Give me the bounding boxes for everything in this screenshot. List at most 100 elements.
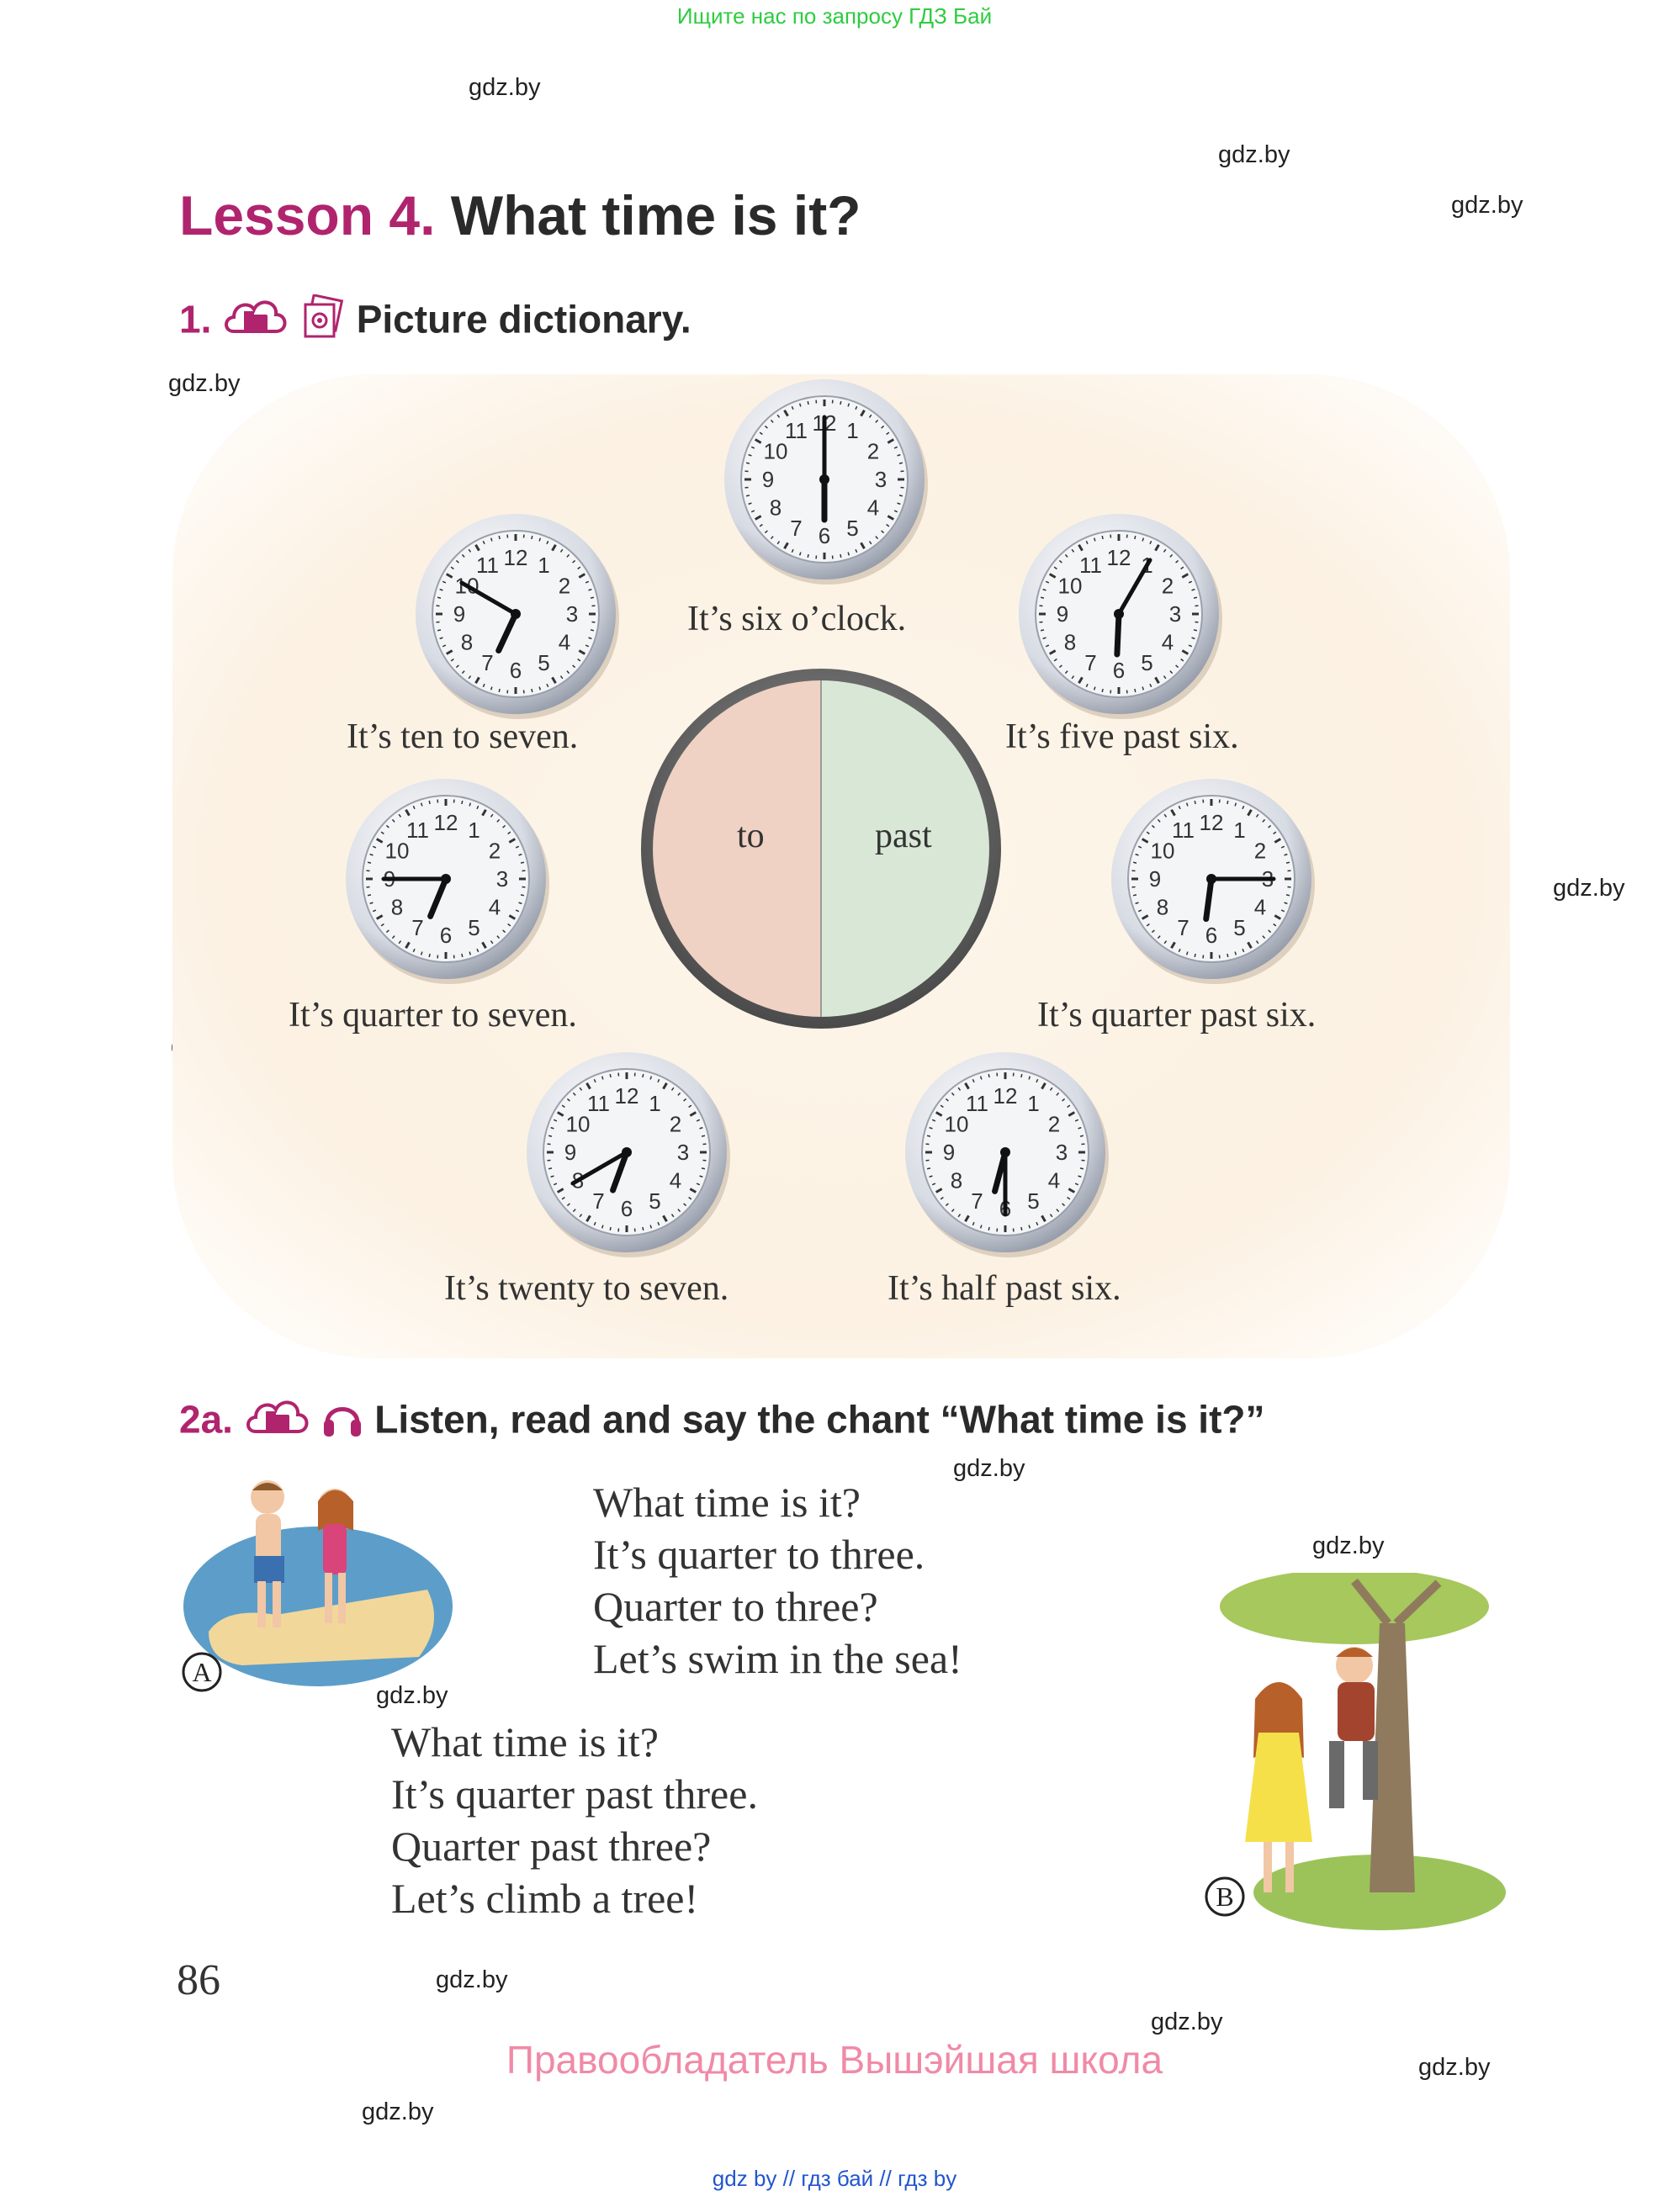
clock-tick — [931, 1119, 936, 1122]
clock-tick — [979, 1225, 983, 1229]
clock-tick — [1071, 548, 1075, 553]
clock-tick — [553, 1183, 558, 1186]
clock-numeral: 11 — [966, 1091, 988, 1116]
hour-hand — [610, 1149, 630, 1193]
clock-tick — [420, 802, 423, 807]
clock-tick — [1067, 1196, 1071, 1200]
clock-tick — [689, 1188, 697, 1193]
exercise-title: Picture dictionary. — [356, 297, 691, 341]
clock-tick — [1134, 535, 1137, 540]
clock-tick — [585, 1214, 591, 1223]
clock-tick — [1242, 805, 1245, 810]
clock-numeral: 1 — [846, 418, 858, 443]
clock-numeral: 7 — [1177, 915, 1189, 940]
clock-tick — [886, 523, 890, 527]
clock-numeral: 11 — [1172, 818, 1195, 843]
clock-numeral: 10 — [945, 1112, 969, 1137]
clock-numeral: 6 — [1113, 658, 1125, 683]
caption-ten-to-seven: It’s ten to seven. — [347, 717, 579, 756]
watermark: gdz.by — [362, 2098, 434, 2125]
clock-tick — [1146, 831, 1150, 835]
clock-numeral: 2 — [670, 1112, 681, 1137]
clock-tick — [1028, 1076, 1031, 1080]
clock-tick — [461, 553, 465, 558]
clock-numeral: 4 — [867, 495, 879, 521]
clock-numeral: 12 — [434, 810, 458, 835]
clock-tick — [754, 515, 762, 521]
clock-tick — [1132, 861, 1137, 864]
clock-tick — [550, 1126, 554, 1130]
clock-numeral: 4 — [1254, 895, 1266, 920]
clock-tick — [474, 676, 480, 685]
clock-tick — [474, 543, 480, 552]
clock-tick — [798, 552, 802, 556]
clock-numeral: 12 — [993, 1083, 1018, 1109]
clock-tick — [1180, 658, 1184, 662]
clock-tick — [875, 419, 879, 423]
clock-tick — [1163, 940, 1168, 945]
clock-tick — [469, 951, 472, 955]
clock-tick — [897, 453, 901, 457]
hour-hand — [495, 611, 519, 654]
clock-numeral: 10 — [566, 1112, 591, 1137]
clock-numeral: 12 — [1107, 545, 1131, 570]
clock-tick — [572, 1209, 576, 1213]
clock-numeral: 8 — [770, 495, 782, 521]
clock-numeral: 11 — [476, 553, 499, 578]
clock-tick — [929, 1175, 933, 1178]
clock-numeral: 1 — [468, 818, 480, 843]
clock-tick — [380, 831, 384, 835]
watermark: gdz.by — [1151, 2008, 1223, 2035]
clock-tick — [1227, 800, 1229, 805]
clock-numeral: 9 — [1057, 601, 1068, 627]
clock-tick — [770, 419, 774, 423]
headphones-icon — [321, 1394, 364, 1451]
clock-tick — [764, 425, 768, 429]
clock-tick — [701, 1167, 706, 1170]
clock-tick — [1040, 596, 1045, 599]
clock-tick — [572, 664, 576, 669]
clock-tick — [860, 542, 866, 550]
clock-tick — [566, 1098, 570, 1102]
clock-tick — [1093, 686, 1096, 691]
picture-a-swimming: A — [182, 1480, 453, 1692]
clock-tick — [1020, 1073, 1023, 1078]
clock-tick — [1137, 845, 1142, 849]
clock-tick — [791, 405, 794, 410]
exercise-title: Listen, read and say the chant “What tim… — [374, 1397, 1265, 1442]
clock-tick — [1262, 935, 1266, 939]
clock-tick — [868, 414, 872, 418]
clock-tick — [1135, 902, 1139, 905]
clock-tick — [561, 1104, 565, 1109]
footer-links[interactable]: gdz by // гдз бай // гдз by — [712, 2166, 957, 2191]
clock-tick — [1163, 548, 1167, 553]
clock-tick — [1053, 658, 1057, 662]
clock-tick — [1078, 676, 1084, 685]
clock-tick — [1078, 1126, 1082, 1130]
clock-tick — [546, 540, 549, 545]
clock-numeral: 5 — [468, 915, 480, 940]
clock-tick — [572, 559, 576, 564]
lesson-heading: What time is it? — [450, 184, 861, 246]
clock-tick — [461, 670, 465, 675]
clock-tick — [951, 1209, 955, 1213]
clock-tick — [1175, 664, 1179, 669]
clock-tick — [461, 800, 464, 805]
clock-tick — [1169, 670, 1174, 675]
clock-tick — [855, 548, 858, 553]
clock-tick — [1274, 838, 1282, 844]
clock-tick — [1247, 941, 1253, 950]
clock-tick — [585, 644, 590, 648]
clock-tick — [683, 1203, 687, 1207]
clock-tick — [1062, 1203, 1066, 1207]
clock-tick — [886, 431, 890, 436]
clock-tick — [759, 431, 763, 436]
clock-tick — [770, 536, 774, 540]
clock-numeral: 7 — [790, 516, 802, 541]
clock-numeral: 1 — [1027, 1091, 1039, 1116]
clock-tick — [450, 658, 454, 662]
clock-numeral: 8 — [951, 1168, 962, 1193]
watermark: gdz.by — [1312, 1532, 1385, 1559]
